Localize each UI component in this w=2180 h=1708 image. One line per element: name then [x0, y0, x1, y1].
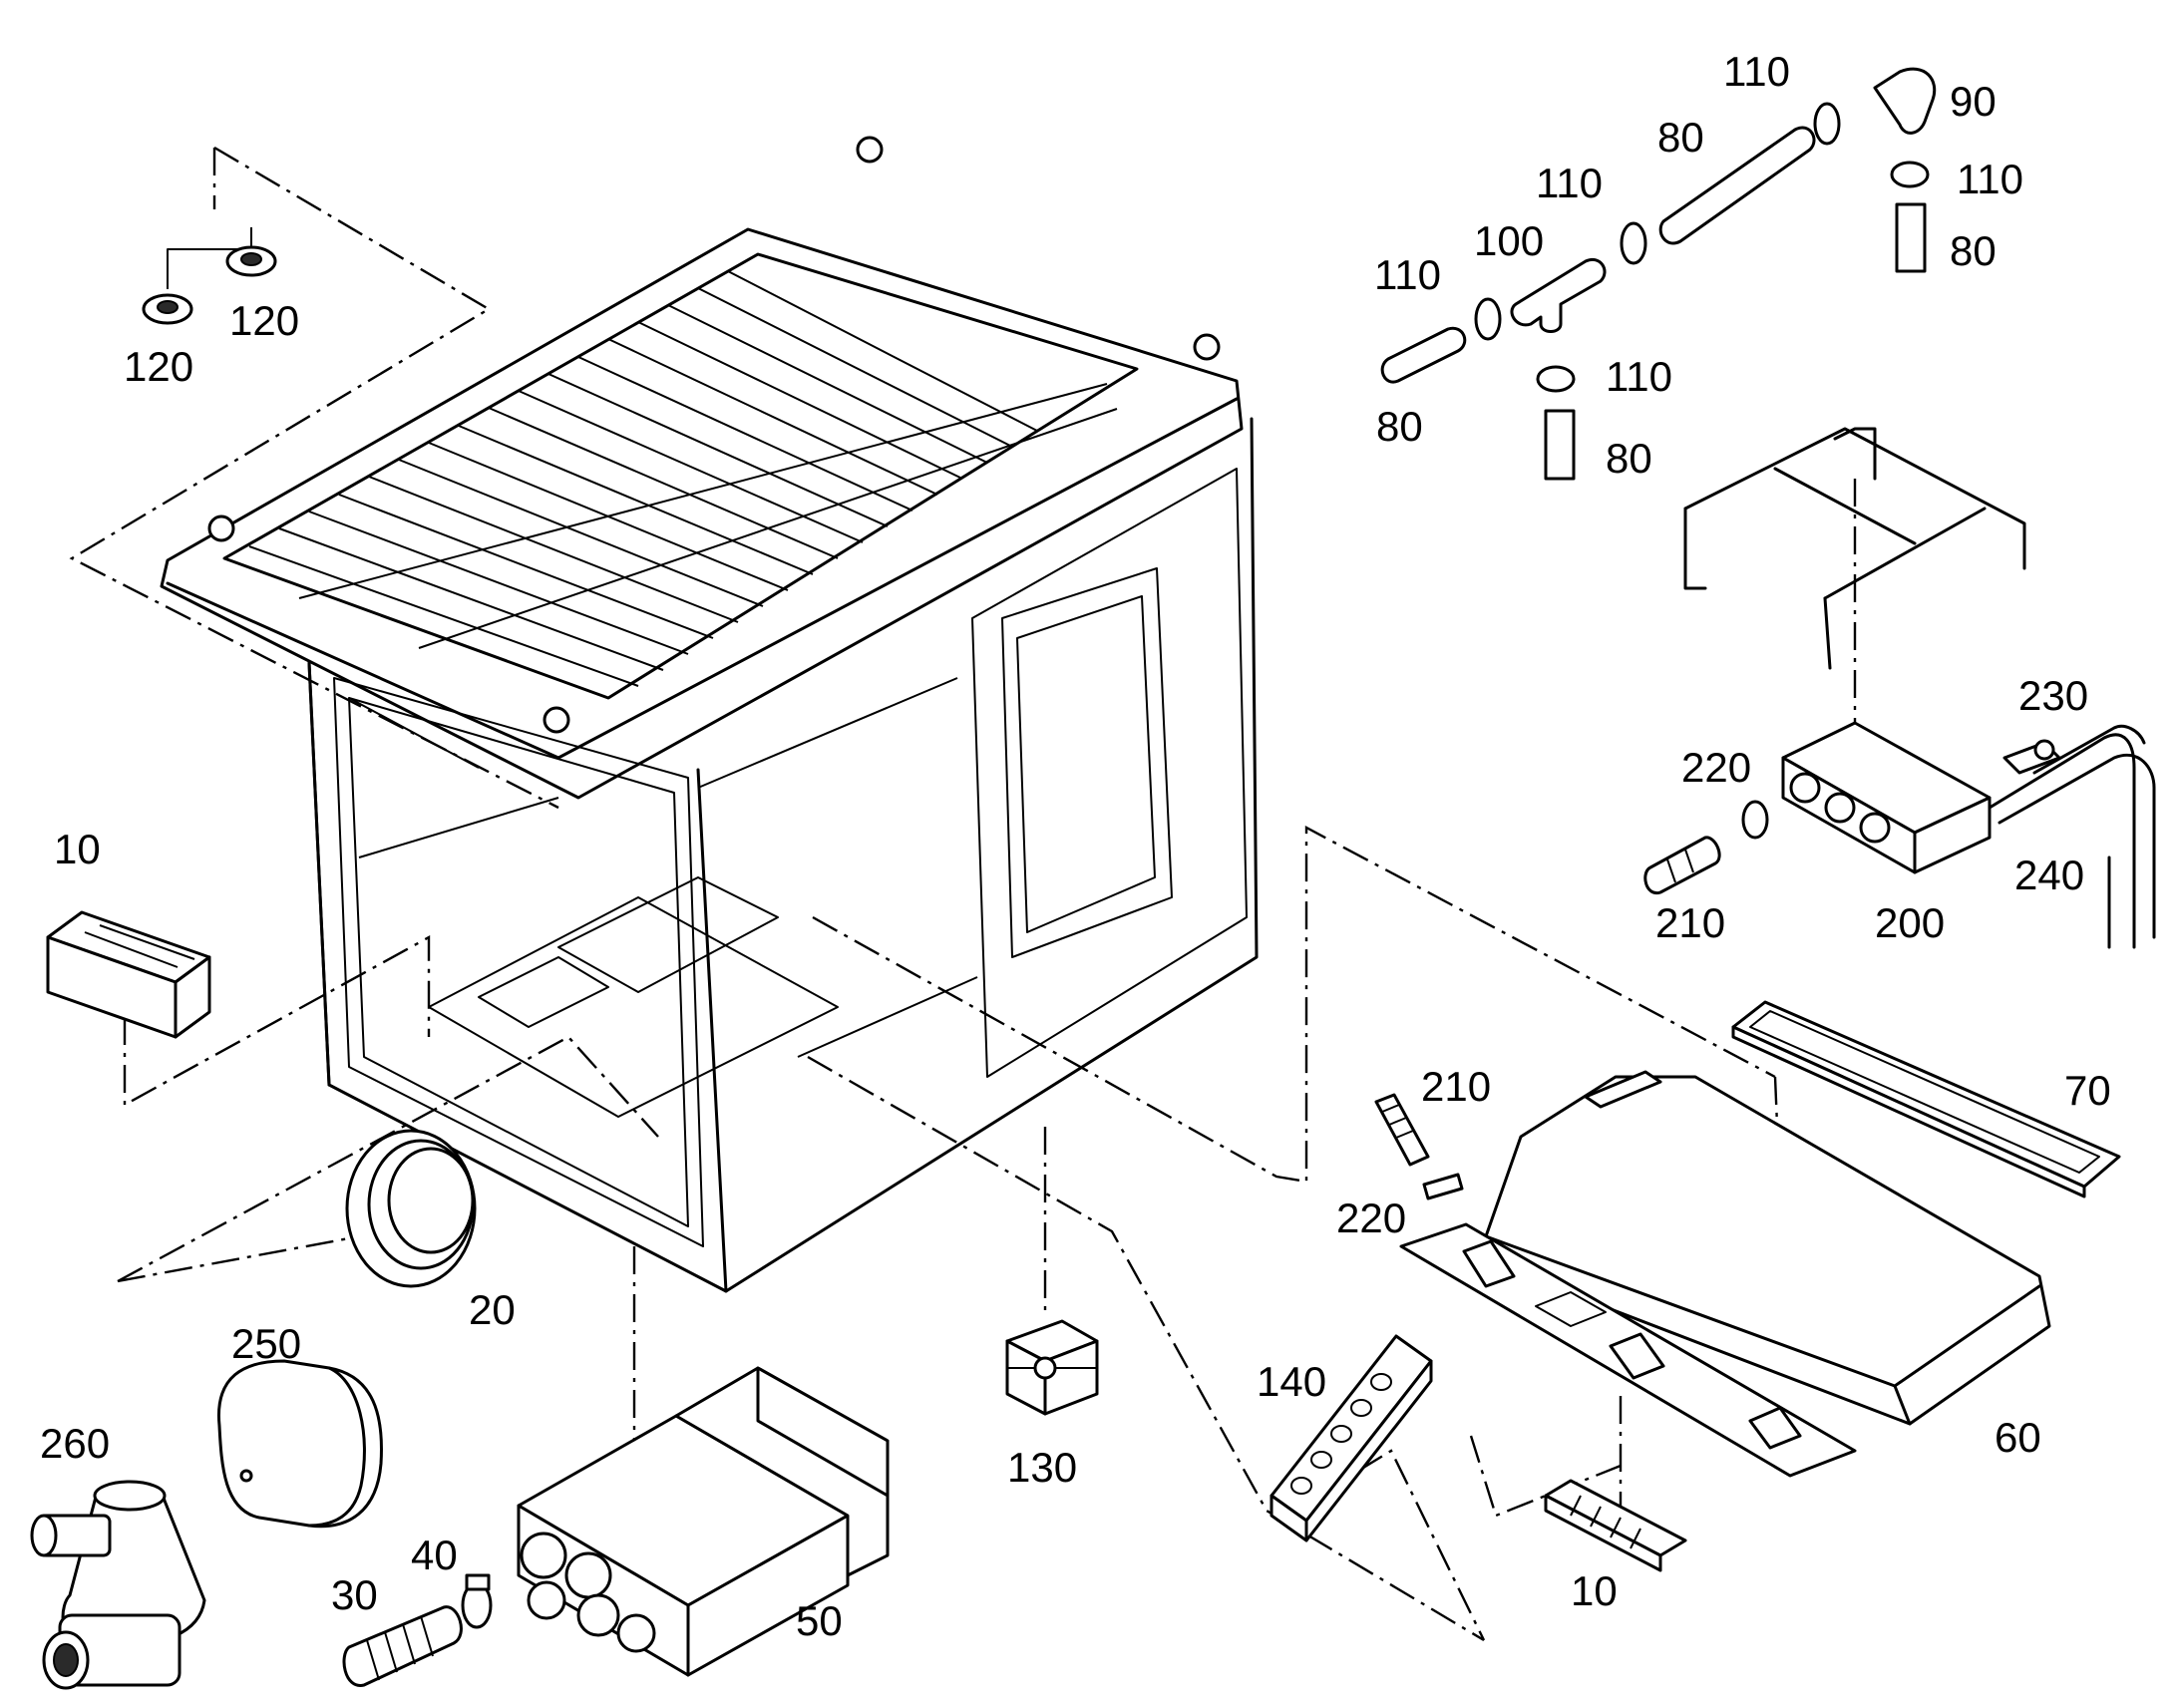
part-230-valve: [2002, 739, 2061, 775]
part-220-clamp-middle: [1422, 1173, 1464, 1200]
callout-200: 200: [1875, 899, 1945, 946]
part-250-canister: [216, 1359, 383, 1529]
callout-110-top: 110: [1723, 48, 1790, 95]
callout-210-right: 210: [1655, 899, 1725, 946]
callout-100: 100: [1474, 217, 1544, 264]
assembly-leader-lines: [69, 146, 1857, 1642]
part-10-vent-right: [1544, 1479, 1687, 1572]
callout-220-middle: 220: [1336, 1195, 1406, 1241]
part-50-heater-box: [517, 1366, 890, 1677]
callout-80-lower: 80: [1606, 435, 1652, 482]
part-120-grommets: [142, 227, 277, 325]
part-10-vent-left: [46, 910, 211, 1039]
callout-30: 30: [331, 1571, 378, 1618]
callout-210-middle: 210: [1421, 1063, 1491, 1110]
callout-220-right: 220: [1681, 744, 1751, 791]
part-140-vent-strip: [1270, 1334, 1433, 1542]
callout-130: 130: [1007, 1444, 1077, 1491]
part-210-hose-right: [1643, 836, 1721, 895]
callout-110-left: 110: [1374, 251, 1441, 298]
callout-60: 60: [1995, 1414, 2041, 1461]
part-200-mount-frame: [1683, 427, 2026, 670]
part-210-hose-middle: [1374, 1093, 1430, 1167]
callout-230: 230: [2018, 672, 2088, 719]
part-130-clamp-block: [1005, 1319, 1099, 1416]
part-60-cover: [1484, 1070, 2051, 1426]
callout-110-right: 110: [1957, 156, 2023, 202]
callout-110-lower: 110: [1606, 353, 1672, 400]
callout-10-left: 10: [54, 826, 101, 872]
part-70-filter-frame: [1731, 1000, 2121, 1198]
callout-120-right: 120: [229, 297, 299, 344]
callout-250: 250: [231, 1320, 301, 1367]
callout-80-right: 80: [1950, 227, 1997, 274]
callout-260: 260: [40, 1420, 110, 1467]
part-200-heater-unit: [1781, 721, 1992, 874]
hose-tee-assembly: [1380, 67, 1937, 481]
callout-40: 40: [411, 1532, 458, 1578]
callout-140: 140: [1257, 1358, 1326, 1405]
part-240-pipes: [1988, 724, 2156, 949]
callout-20: 20: [469, 1286, 516, 1333]
callout-50: 50: [796, 1597, 843, 1644]
callout-labels: 120 120 10 20 250 260 30 40 50 130 140 1…: [40, 48, 2111, 1644]
part-20-ring-seal: [345, 1129, 477, 1288]
callout-240: 240: [2014, 852, 2084, 898]
part-260-fitting: [30, 1480, 206, 1690]
part-40-clamp: [461, 1573, 493, 1629]
part-30-hose: [342, 1605, 463, 1687]
callout-80-top: 80: [1657, 114, 1704, 161]
callout-120-left: 120: [124, 343, 193, 390]
callout-70: 70: [2064, 1067, 2111, 1114]
callout-90: 90: [1950, 78, 1997, 125]
mounting-plate: [1399, 1222, 1857, 1478]
callout-110-upper: 110: [1536, 160, 1603, 206]
callout-10-right: 10: [1571, 1567, 1618, 1614]
callout-80-left: 80: [1376, 403, 1423, 450]
part-220-clamp-right: [1741, 800, 1769, 840]
operator-cab: [160, 136, 1259, 1293]
